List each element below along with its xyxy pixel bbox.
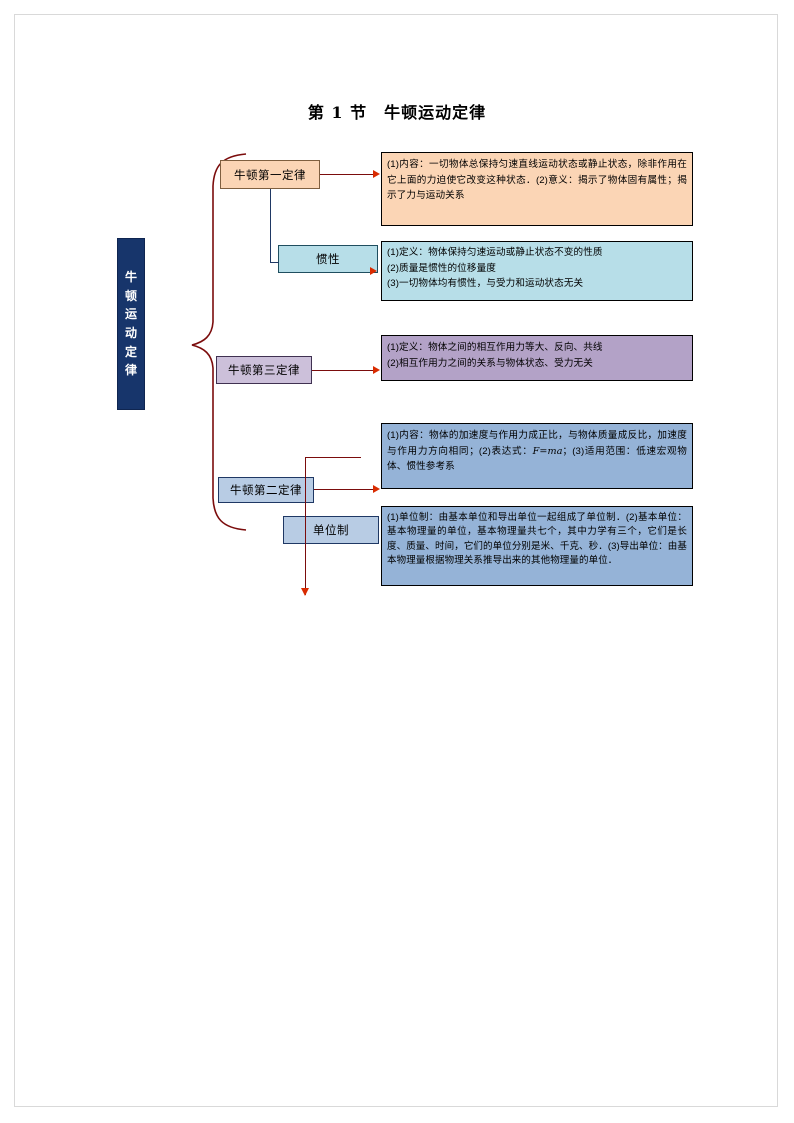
connector-unit-spine: [305, 457, 306, 595]
root-char-3: 动: [124, 326, 137, 340]
panel-law3-line-2: (2)相互作用力之间的关系与物体状态、受力无关: [387, 357, 593, 369]
panel-law1-text: (1)内容：一切物体总保持匀速直线运动状态或静止状态，除非作用在它上面的力迫使它…: [387, 159, 687, 202]
connector-law3-to-panel: [312, 370, 374, 371]
panel-unit-text: (1)单位制：由基本单位和导出单位一起组成了单位制．(2)基本单位：基本物理量的…: [387, 512, 687, 566]
panel-inertia-line-2: (2)质量是惯性的位移量度: [387, 262, 496, 274]
panel-law2-text-before: (1)内容：物体的加速度与作用力成正比，与物体质量成反比，加速度与作用力方向相同…: [387, 430, 687, 457]
arrow-law2-to-panel-icon: [373, 485, 380, 493]
panel-inertia-line-1: (1)定义：物体保持匀速运动或静止状态不变的性质: [387, 247, 603, 258]
node-newton-third-law[interactable]: 牛顿第三定律: [216, 356, 312, 384]
root-concept-box: 牛 顿 运 动 定 律: [117, 238, 145, 410]
root-char-0: 牛: [124, 270, 137, 285]
root-char-2: 运: [124, 307, 137, 322]
node-newton-second-law[interactable]: 牛顿第二定律: [218, 477, 314, 503]
root-char-1: 顿: [124, 288, 137, 303]
panel-law3-line-1: (1)定义：物体之间的相互作用力等大、反向、共线: [387, 342, 603, 353]
panel-unit-system: (1)单位制：由基本单位和导出单位一起组成了单位制．(2)基本单位：基本物理量的…: [381, 506, 693, 586]
curly-brace: [191, 153, 247, 531]
arrow-law1-to-panel-icon: [373, 170, 380, 178]
panel-law2-text: (1)内容：物体的加速度与作用力成正比，与物体质量成反比，加速度与作用力方向相同…: [387, 428, 687, 475]
root-char-4: 定: [124, 344, 137, 359]
connector-second-law-branch-top: [305, 457, 361, 458]
node-newton-first-law[interactable]: 牛顿第一定律: [220, 160, 320, 189]
connector-law1-to-inertia-horizontal: [270, 262, 279, 263]
panel-newton-third-law: (1)定义：物体之间的相互作用力等大、反向、共线 (2)相互作用力之间的关系与物…: [381, 335, 693, 381]
page-title: 第 1 节 牛顿运动定律: [307, 103, 487, 122]
connector-law1-to-inertia-vertical: [270, 189, 271, 263]
arrow-unit-down-icon: [301, 588, 309, 596]
connector-law2-to-panel: [314, 489, 374, 490]
panel-inertia: (1)定义：物体保持匀速运动或静止状态不变的性质 (2)质量是惯性的位移量度 (…: [381, 241, 693, 301]
node-inertia[interactable]: 惯性: [278, 245, 378, 273]
node-unit-system[interactable]: 单位制: [283, 516, 379, 544]
panel-law2-text-after: ；(3)适用范围：低速宏观物体、惯性参考系: [387, 445, 688, 473]
root-char-5: 律: [124, 363, 137, 378]
panel-newton-second-law: (1)内容：物体的加速度与作用力成正比，与物体质量成反比，加速度与作用力方向相同…: [381, 423, 693, 489]
connector-law1-to-panel: [320, 174, 374, 175]
arrow-inertia-to-panel-icon: [370, 267, 377, 275]
panel-law2-formula: F=ma: [532, 445, 563, 457]
arrow-law3-to-panel-icon: [373, 366, 380, 374]
panel-inertia-line-3: (3)一切物体均有惯性，与受力和运动状态无关: [387, 278, 584, 290]
panel-newton-first-law: (1)内容：一切物体总保持匀速直线运动状态或静止状态，除非作用在它上面的力迫使它…: [381, 152, 693, 226]
